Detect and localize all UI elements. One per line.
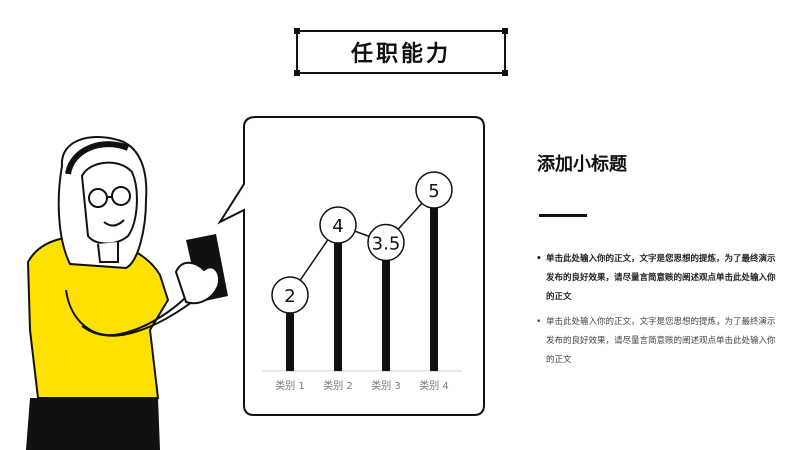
section-subtitle: 添加小标题 bbox=[537, 154, 627, 175]
data-label: 5 bbox=[428, 181, 439, 202]
x-tick-label: 类别 4 bbox=[419, 379, 449, 392]
data-label: 3.5 bbox=[372, 234, 401, 255]
value-marker bbox=[319, 206, 357, 244]
bullet-item: 单击此处输入你的正文，文字是您思想的提炼，为了最终演示发布的良好效果，请尽量言简… bbox=[536, 313, 776, 370]
data-label: 4 bbox=[332, 216, 343, 237]
chart-bar bbox=[430, 190, 438, 371]
x-tick-label: 类别 2 bbox=[323, 379, 353, 392]
divider bbox=[539, 214, 587, 217]
bullet-item: 单击此处输入你的正文，文字是您思想的提炼，为了最终演示发布的良好效果，请尽量言简… bbox=[536, 250, 776, 307]
page-title: 任职能力 bbox=[350, 42, 451, 67]
x-tick-label: 类别 1 bbox=[275, 379, 305, 392]
value-marker bbox=[367, 223, 405, 262]
value-marker bbox=[271, 276, 309, 314]
x-tick-label: 类别 3 bbox=[371, 379, 401, 392]
corner-mark bbox=[502, 28, 508, 34]
chart-bar bbox=[334, 225, 342, 371]
corner-mark bbox=[294, 70, 300, 76]
data-label: 2 bbox=[284, 286, 295, 307]
corner-mark bbox=[294, 28, 300, 34]
value-marker bbox=[415, 171, 453, 209]
title-box: 任职能力 bbox=[294, 28, 508, 76]
chart-bar bbox=[286, 295, 294, 371]
corner-mark bbox=[502, 70, 508, 76]
chart-bar bbox=[382, 242, 390, 371]
bullet-list: 单击此处输入你的正文，文字是您思想的提炼，为了最终演示发布的良好效果，请尽量言简… bbox=[536, 250, 776, 376]
